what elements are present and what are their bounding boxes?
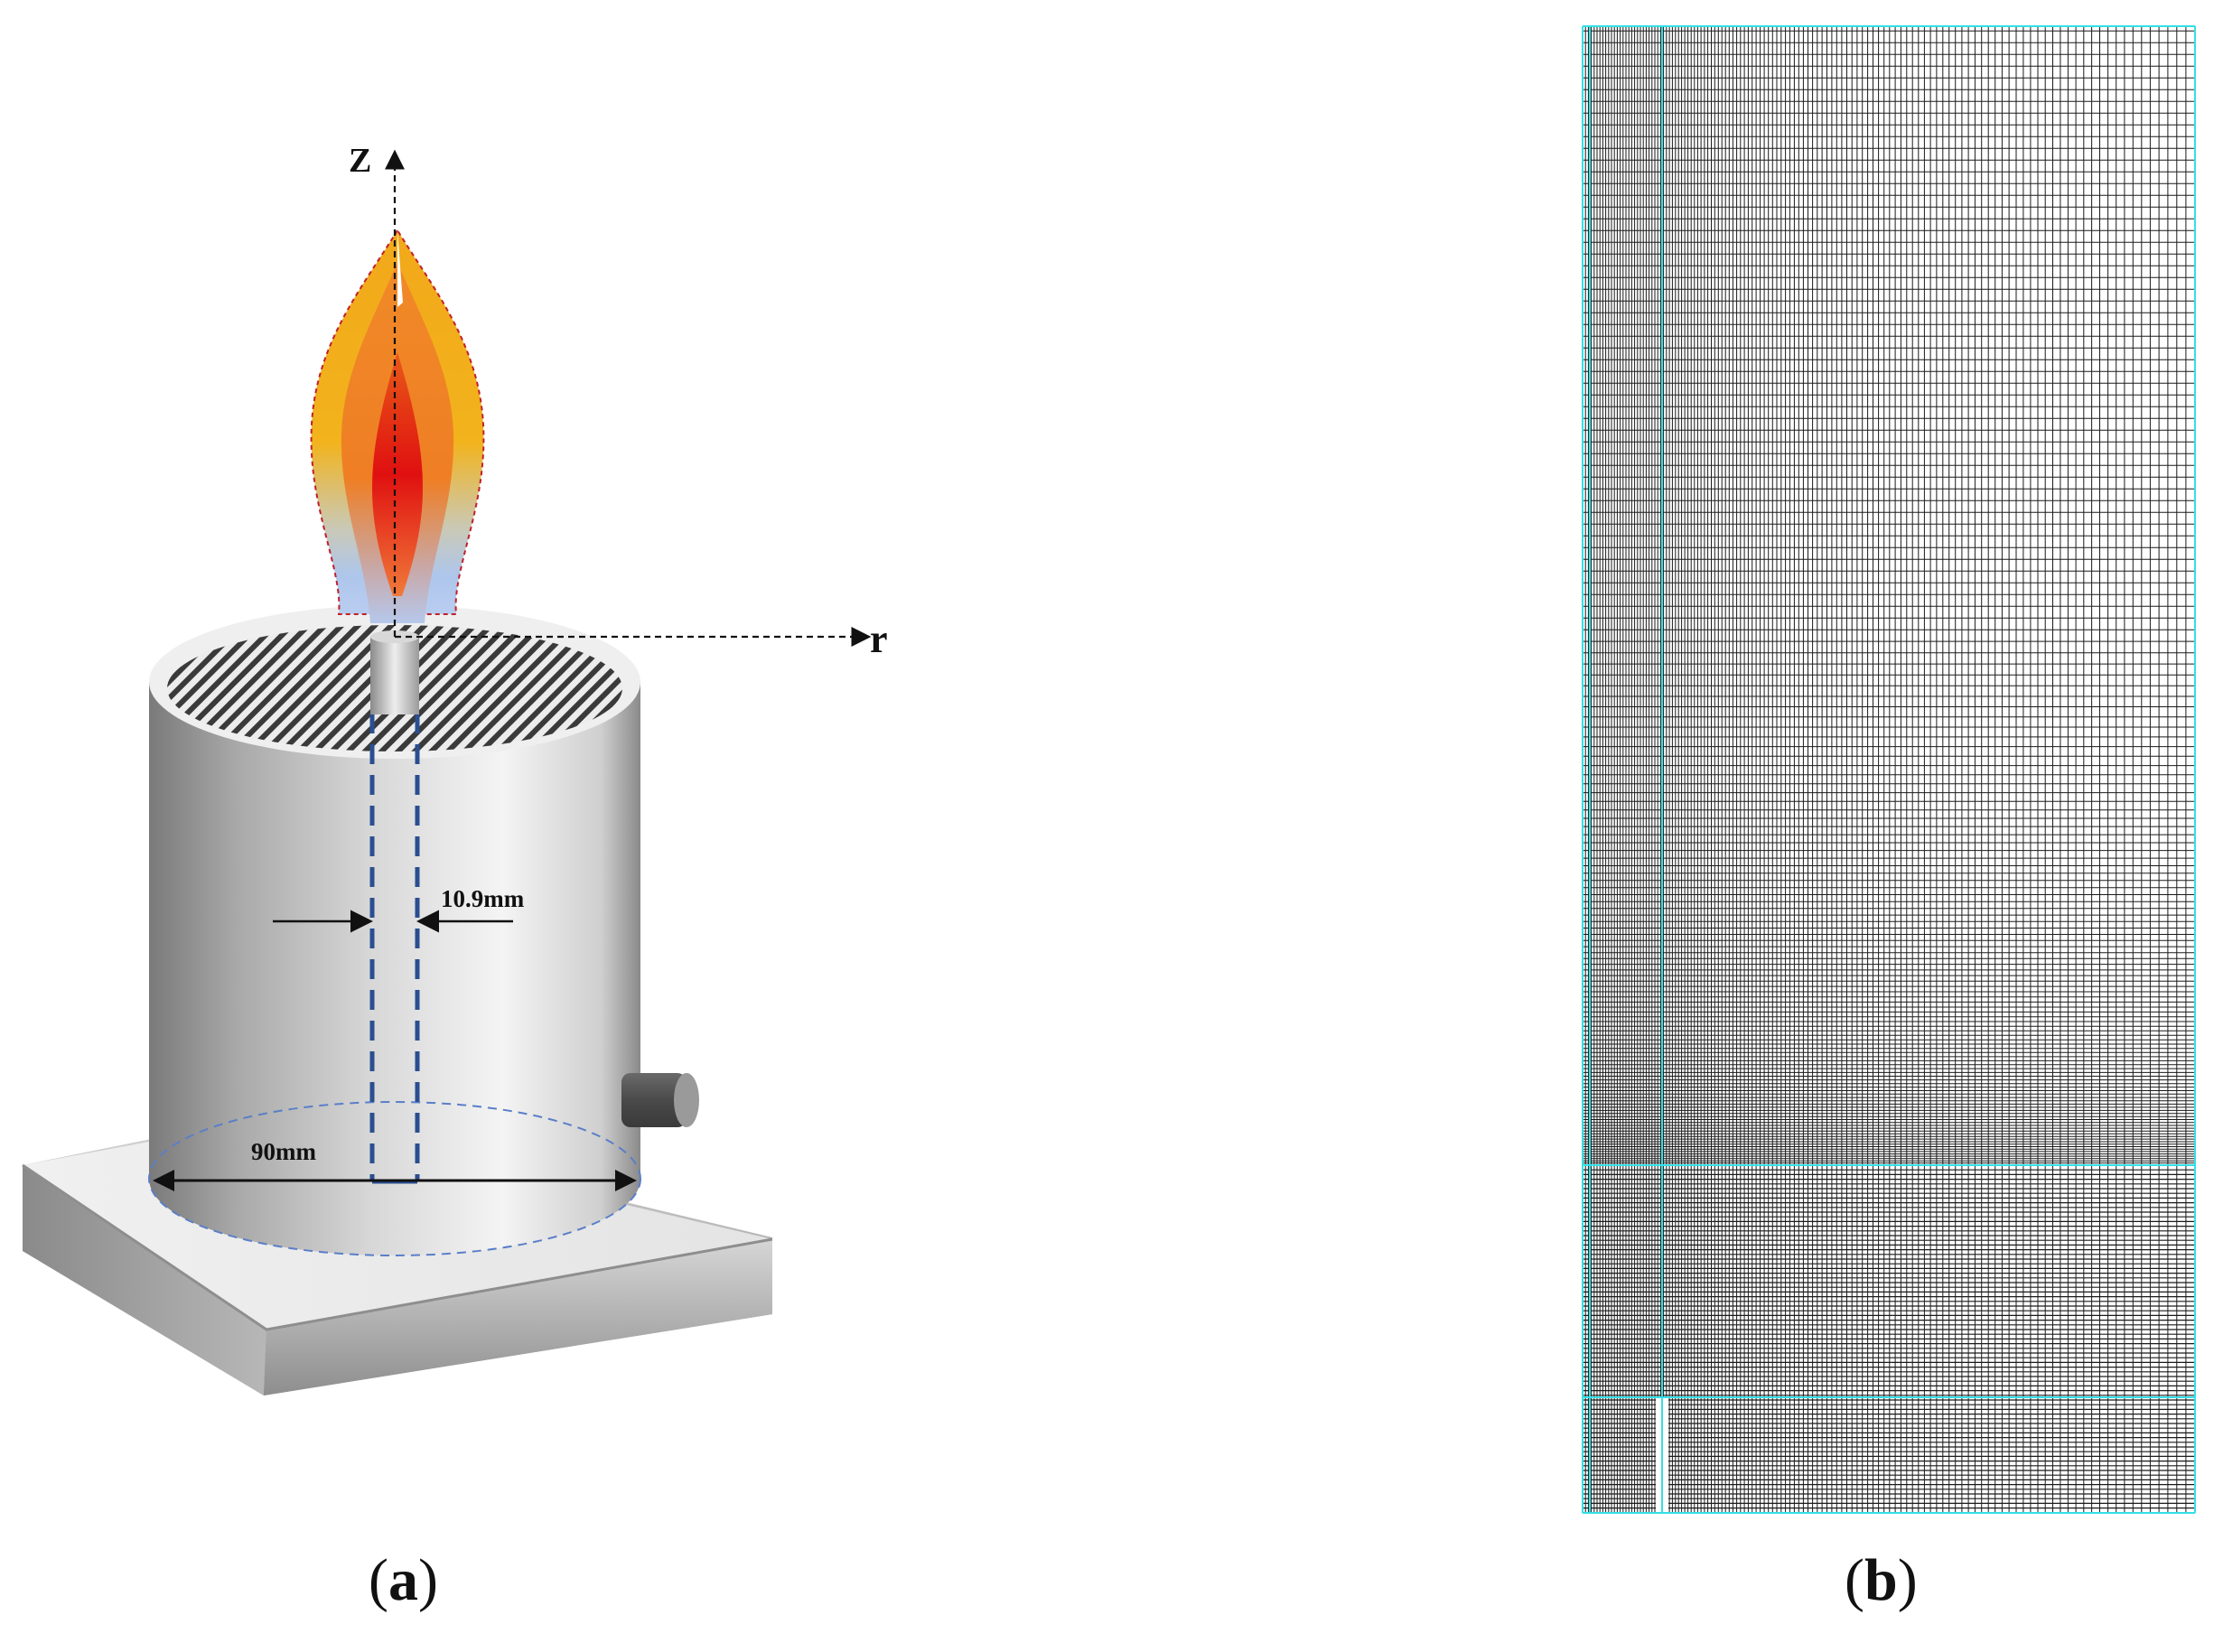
side-connector-knob <box>621 1073 699 1127</box>
caption-b-letter: b <box>1864 1547 1898 1613</box>
mesh-grid-lines <box>1582 26 2195 1514</box>
flame-core-zone <box>372 352 423 596</box>
mesh-block-boundaries <box>1582 25 2196 1514</box>
caption-a-open: ( <box>369 1547 388 1613</box>
flame <box>310 229 485 623</box>
fuel-nozzle <box>370 630 419 714</box>
nozzle-diameter-label: 10.9mm <box>441 885 525 912</box>
caption-b-close: ) <box>1897 1547 1918 1613</box>
burner-schematic: Z r 10.9mm 90mm <box>22 142 888 1395</box>
burner-dimension: 90mm <box>153 1138 637 1191</box>
computational-mesh <box>1582 25 2196 1514</box>
caption-a-letter: a <box>388 1547 418 1613</box>
coordinate-axes: Z r <box>349 142 888 661</box>
nozzle-dimension: 10.9mm <box>273 885 525 933</box>
caption-a-close: ) <box>417 1547 438 1613</box>
r-axis-label: r <box>870 617 888 661</box>
caption-a: (a) <box>369 1546 438 1615</box>
caption-b: (b) <box>1845 1546 1918 1615</box>
burner-diameter-label: 90mm <box>251 1138 316 1165</box>
caption-b-open: ( <box>1845 1547 1864 1613</box>
z-axis-label: Z <box>349 142 371 180</box>
